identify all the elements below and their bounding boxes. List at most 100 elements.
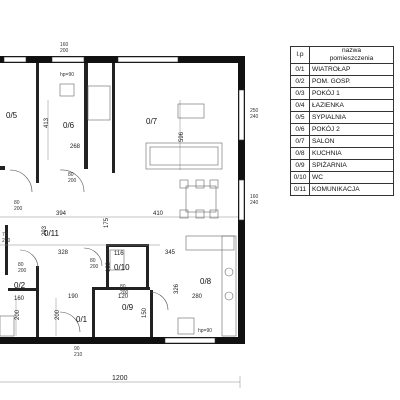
- wall-05-06: [36, 63, 39, 183]
- wall-09-top: [92, 287, 150, 290]
- wall-01-left: [36, 266, 39, 337]
- legend-room-name: WIATROŁAP: [309, 63, 394, 76]
- dim-120: 120: [118, 294, 129, 300]
- fridge-icon: [177, 317, 195, 335]
- legend-room-id: 0/7: [290, 135, 310, 148]
- room-label-010: 0/10: [114, 263, 130, 272]
- wall-wc-top: [108, 244, 148, 247]
- room-label-05: 0/5: [6, 111, 18, 120]
- chair-icon: [179, 209, 189, 219]
- legend-room-id: 0/11: [290, 183, 310, 196]
- wall-left-stub: [0, 166, 5, 170]
- chair-icon: [179, 179, 189, 189]
- wall-06-07: [84, 63, 88, 169]
- dim-293: 293: [42, 225, 48, 236]
- dim-280: 280: [192, 294, 203, 300]
- wall-left-lower: [5, 225, 8, 275]
- sofa-icon: [145, 142, 223, 170]
- legend-room-name: SYPIALNIA: [309, 111, 394, 124]
- legend-room-id: 0/8: [290, 147, 310, 160]
- dim-160: 160: [106, 261, 112, 272]
- legend-room-id: 0/10: [290, 171, 310, 184]
- dim-116: 116: [114, 251, 124, 257]
- window-bottom: [164, 337, 216, 344]
- dining-table-icon: [185, 185, 217, 213]
- interior-walls: [0, 63, 153, 337]
- dim-345: 345: [165, 250, 176, 256]
- floor-plan: 0/5 0/6 0/7 0/11 0/2 0/10 0/8 0/9 0/1 41…: [0, 42, 259, 388]
- legend-room-name: WC: [309, 171, 394, 184]
- legend-room-id: 0/6: [290, 123, 310, 136]
- wall-07-left: [112, 63, 115, 173]
- dim-190: 190: [68, 294, 79, 300]
- furniture: [0, 83, 237, 337]
- legend-room-name: ŁAZIENKA: [309, 99, 394, 112]
- legend-header-name-line1: nazwa: [341, 47, 362, 54]
- legend-room-name: POKÓJ 1: [309, 87, 394, 100]
- wall-wc-right: [146, 244, 149, 288]
- chair-icon: [195, 209, 205, 219]
- opening-top-hp90: hp=90: [60, 72, 74, 78]
- legend-room-name: SALON: [309, 135, 394, 148]
- door-05-swing: [9, 169, 33, 193]
- dim-328: 328: [58, 250, 69, 256]
- dim-200: 200: [55, 309, 61, 320]
- legend-room-id: 0/2: [290, 75, 310, 88]
- door-02-swing: [19, 249, 39, 269]
- dim-413: 413: [44, 117, 50, 128]
- opening-bottom-hp90: hp=90: [198, 328, 212, 334]
- dim-150: 150: [142, 307, 148, 318]
- tv-icon: [177, 103, 205, 119]
- window-top-salon: [117, 56, 179, 63]
- door-swings: [9, 169, 169, 333]
- toilet-icon: [109, 249, 125, 271]
- wall-wc-left: [106, 244, 109, 288]
- sofa-seat-icon: [149, 146, 219, 166]
- stove-icon: [224, 291, 234, 301]
- chair-icon: [209, 209, 219, 219]
- desk-chair-icon: [59, 83, 75, 97]
- room-label-09: 0/9: [122, 303, 134, 312]
- wall-09-right: [150, 290, 153, 337]
- room-label-06: 0/6: [63, 121, 75, 130]
- dim-1200: 1200: [112, 375, 128, 382]
- legend-room-name: KUCHNIA: [309, 147, 394, 160]
- legend-header-name: nazwa pomieszczenia: [309, 46, 394, 64]
- legend-room-name: POM. GOSP.: [309, 75, 394, 88]
- dim-394: 394: [56, 211, 67, 217]
- room-label-02: 0/2: [14, 281, 26, 290]
- dim-160-b: 160: [14, 296, 25, 302]
- window-top-mid: [51, 56, 85, 63]
- wall-02-top: [8, 288, 38, 291]
- chair-icon: [209, 179, 219, 189]
- legend-header-name-line2: pomieszczenia: [329, 55, 374, 62]
- room-label-07: 0/7: [146, 117, 158, 126]
- dimension-lines: [0, 100, 241, 388]
- legend-header-row: l.p nazwa pomieszczenia: [290, 46, 394, 64]
- window-right-lower: [238, 179, 245, 221]
- chair-icon: [195, 179, 205, 189]
- dim-175: 175: [104, 217, 110, 228]
- dim-268: 268: [70, 144, 81, 150]
- room-labels: 0/5 0/6 0/7 0/11 0/2 0/10 0/8 0/9 0/1: [6, 111, 212, 324]
- sink-icon: [224, 267, 234, 277]
- dim-596: 596: [179, 131, 185, 142]
- dim-410: 410: [153, 211, 164, 217]
- room-label-01: 0/1: [76, 315, 88, 324]
- legend-room-id: 0/1: [290, 63, 310, 76]
